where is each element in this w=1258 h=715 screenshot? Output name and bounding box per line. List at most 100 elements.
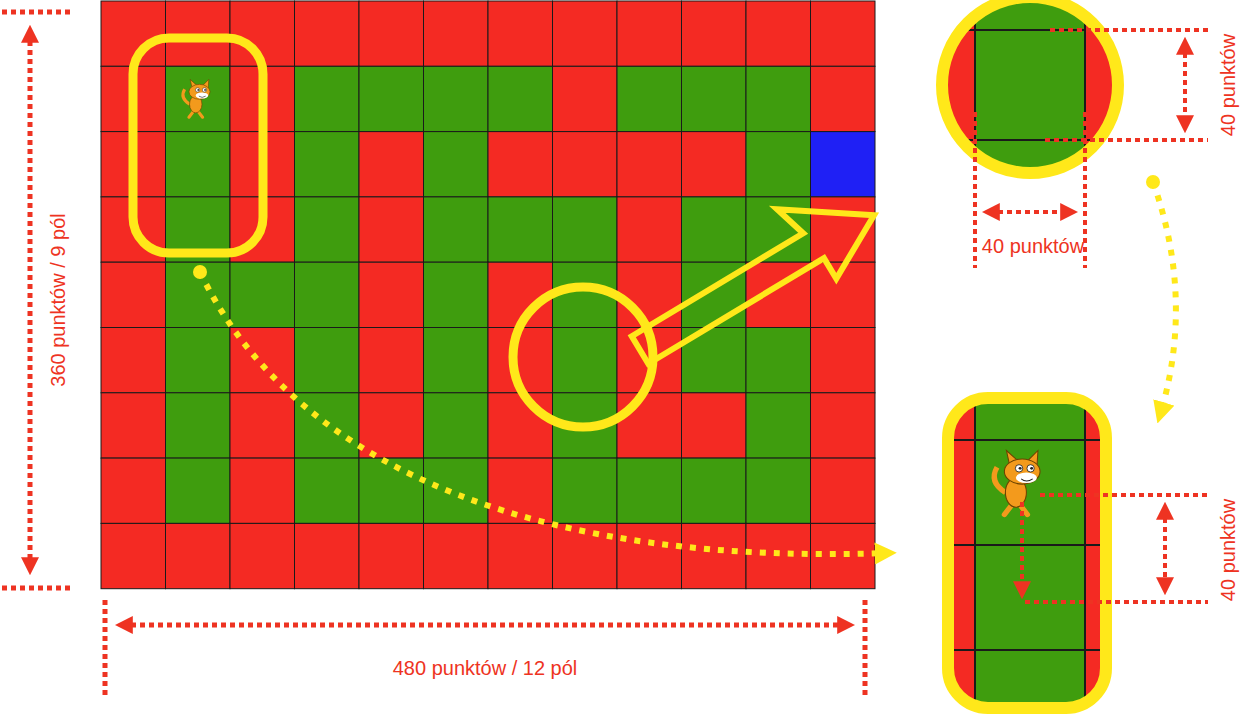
- maze-cell: [359, 458, 424, 523]
- maze-cell: [101, 523, 166, 588]
- pointer-curve: [200, 272, 888, 554]
- maze-cell: [359, 1, 424, 66]
- maze-cell: [166, 458, 231, 523]
- maze-cell: [617, 132, 682, 197]
- maze-cell: [553, 328, 618, 393]
- maze-cell: [166, 132, 231, 197]
- maze-cell: [746, 458, 811, 523]
- dimension-label: 480 punktów / 12 pól: [393, 657, 578, 680]
- maze-cell: [424, 132, 489, 197]
- maze-cell: [230, 458, 295, 523]
- maze-cell: [488, 1, 553, 66]
- maze-cell: [682, 1, 747, 66]
- maze-cell: [295, 1, 360, 66]
- maze-cell: [811, 132, 876, 197]
- zoom-arrow: [614, 168, 892, 384]
- maze-cell: [746, 66, 811, 131]
- maze-cell: [295, 197, 360, 262]
- maze-cell: [617, 458, 682, 523]
- zoom-frame: [948, 398, 1106, 708]
- maze-cell: [166, 328, 231, 393]
- maze-cell: [295, 328, 360, 393]
- maze-cell: [811, 1, 876, 66]
- maze-cell: [166, 523, 231, 588]
- maze-cell: [295, 66, 360, 131]
- maze-cell: [424, 1, 489, 66]
- maze-cell: [359, 262, 424, 327]
- maze-cell: [230, 393, 295, 458]
- maze-cell: [488, 197, 553, 262]
- maze-cell: [101, 458, 166, 523]
- maze-cell: [295, 132, 360, 197]
- maze-cell: [488, 132, 553, 197]
- maze-cell: [166, 393, 231, 458]
- maze-cell: [295, 458, 360, 523]
- maze-cell: [424, 523, 489, 588]
- dimension-label: 40 punktów: [1217, 34, 1240, 136]
- move-zoom: [948, 398, 1106, 708]
- maze-cell: [553, 132, 618, 197]
- maze-cell: [617, 66, 682, 131]
- maze-cell: [488, 393, 553, 458]
- move-dimension-lines: [1022, 495, 1208, 602]
- maze-cell: [682, 197, 747, 262]
- maze-cell: [101, 328, 166, 393]
- maze-cell: [682, 393, 747, 458]
- maze-cell: [166, 262, 231, 327]
- maze-cell: [424, 262, 489, 327]
- maze-cell: [424, 197, 489, 262]
- maze-cell: [359, 197, 424, 262]
- highlight-circle: [513, 287, 653, 427]
- zoom-circle: [942, 0, 1118, 173]
- maze-cell: [682, 66, 747, 131]
- maze-cell: [553, 66, 618, 131]
- maze-cell: [424, 66, 489, 131]
- maze-cell: [359, 393, 424, 458]
- maze-cell: [553, 197, 618, 262]
- stage-dimensions: [2, 12, 865, 695]
- maze-cell: [746, 393, 811, 458]
- highlight-frame: [133, 38, 263, 253]
- maze-cell: [617, 262, 682, 327]
- maze-cell: [682, 458, 747, 523]
- maze-cell: [746, 1, 811, 66]
- maze-cell: [101, 262, 166, 327]
- maze-cell: [617, 393, 682, 458]
- maze-cell: [488, 458, 553, 523]
- maze-cell: [488, 66, 553, 131]
- maze-cell: [682, 132, 747, 197]
- maze-cell: [166, 66, 231, 131]
- maze-cell: [230, 328, 295, 393]
- maze-cell: [811, 66, 876, 131]
- maze-cell: [553, 1, 618, 66]
- cat-sprite: [183, 79, 210, 117]
- maze-cell: [811, 393, 876, 458]
- maze-cell: [424, 328, 489, 393]
- maze-cell: [553, 458, 618, 523]
- maze-cell: [811, 328, 876, 393]
- maze-cell: [682, 523, 747, 588]
- maze-cell: [230, 262, 295, 327]
- maze-cell: [101, 393, 166, 458]
- pointer-curve: [1153, 182, 1176, 415]
- maze-cell: [359, 328, 424, 393]
- dimension-label: 360 punktów / 9 pól: [47, 213, 70, 386]
- dimension-label: 40 punktów: [1217, 499, 1240, 601]
- maze-cell: [617, 1, 682, 66]
- maze-cell: [359, 66, 424, 131]
- maze-cell: [424, 393, 489, 458]
- maze-cell: [230, 523, 295, 588]
- cell-zoom: [930, 0, 1135, 180]
- maze-cell: [488, 523, 553, 588]
- maze-cell: [746, 132, 811, 197]
- maze-cell: [359, 132, 424, 197]
- dimension-label: 40 punktów: [982, 235, 1084, 258]
- maze-cell: [295, 523, 360, 588]
- maze-cell: [424, 458, 489, 523]
- maze-cell: [811, 458, 876, 523]
- maze-cell: [617, 523, 682, 588]
- dimension-lines: [975, 30, 1208, 268]
